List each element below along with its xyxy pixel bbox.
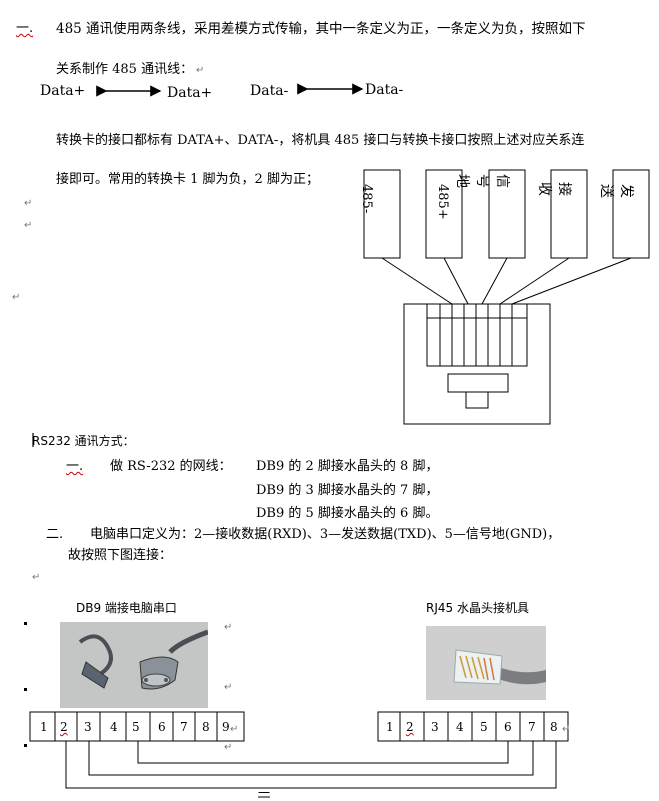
rj45-connector-drawing: [403, 303, 551, 425]
box-label-receive: 接收: [536, 182, 572, 196]
db9-pin-number: 3: [84, 720, 92, 734]
section1-para2-line1: 转换卡的接口都标有 DATA+、DATA-，将机具 485 接口与转换卡接口按照…: [56, 133, 585, 148]
rs232-item1-label: 做 RS-232 的网线：: [110, 459, 232, 474]
rj45-pin-number: 2: [406, 720, 414, 734]
paragraph-mark: ↵: [224, 622, 233, 633]
paragraph-mark: ↵: [12, 292, 21, 303]
paragraph-mark: ↵: [224, 682, 233, 693]
rj45-pin-number: 5: [480, 720, 488, 734]
rs232-item1-marker: 一.: [66, 459, 84, 474]
box-label-signal-ground: 信号地: [454, 174, 510, 188]
rj45-pin-number: 7: [528, 720, 536, 734]
rj45-pin-number: 4: [456, 720, 464, 734]
connector-wires: [381, 257, 632, 305]
rj45-pin-number: 1: [386, 720, 394, 734]
data-pair-2-left: Data-: [250, 83, 289, 99]
db9-pin-number: 9: [222, 720, 230, 734]
section1-para2-line2: 接即可。常用的转换卡 1 脚为负，2 脚为正；: [56, 172, 319, 187]
paragraph-mark: ↵: [196, 65, 205, 76]
db9-pin-number: 6: [158, 720, 166, 734]
box-label-send: 发送: [598, 184, 634, 198]
box-label-485-minus: 485-: [359, 184, 374, 214]
rs232-item2-line2: 故按照下图连接：: [68, 548, 173, 563]
rs232-wiring-2: DB9 的 3 脚接水晶头的 7 脚，: [256, 483, 439, 498]
db9-pin-number: 4: [110, 720, 118, 734]
db9-cable-photo: [60, 622, 208, 708]
data-pair-1-left: Data+: [40, 83, 86, 99]
bottom-marker: 一: [258, 786, 271, 800]
db9-pin-number: 5: [132, 720, 140, 734]
rs232-item2-line1: 电脑串口定义为：2—接收数据(RXD)、3—发送数据(TXD)、5—信号地(GN…: [90, 527, 561, 542]
wiring-lines: [65, 741, 557, 789]
paragraph-mark: ↵: [230, 724, 239, 735]
paragraph-mark: ↵: [562, 724, 571, 735]
rj45-plug-photo: [426, 626, 546, 700]
db9-caption: DB9 端接电脑串口: [76, 601, 177, 615]
db9-pin-number: 8: [202, 720, 210, 734]
db9-pin-number: 2: [60, 720, 68, 734]
rj45-caption: RJ45 水晶头接机具: [426, 601, 529, 615]
db9-pin-number: 1: [40, 720, 48, 734]
paragraph-mark: ↵: [24, 198, 33, 209]
section1-line2: 关系制作 485 通讯线：: [56, 62, 194, 77]
section1-marker: 一.: [16, 21, 34, 36]
section1-line1: 485 通讯使用两条线，采用差模方式传输，其中一条定义为正，一条定义为负，按照如…: [56, 21, 586, 37]
bullet-marks: [24, 622, 27, 747]
rs232-wiring-1: DB9 的 2 脚接水晶头的 8 脚，: [256, 459, 439, 474]
paragraph-mark: ↵: [224, 742, 233, 753]
rj45-pin-number: 3: [431, 720, 439, 734]
paragraph-mark: ↵: [32, 572, 41, 583]
data-pair-1-right: Data+: [167, 85, 213, 101]
data-pair-2-right: Data-: [365, 82, 404, 98]
rj45-pin-number: 8: [550, 720, 558, 734]
db9-pin-number: 7: [180, 720, 188, 734]
rs232-item2-marker: 二.: [46, 527, 64, 542]
rs232-wiring-3: DB9 的 5 脚接水晶头的 6 脚。: [256, 506, 439, 521]
rj45-pin-number: 6: [504, 720, 512, 734]
rs232-heading: RS232 通讯方式：: [32, 434, 135, 448]
paragraph-mark: ↵: [24, 220, 33, 231]
